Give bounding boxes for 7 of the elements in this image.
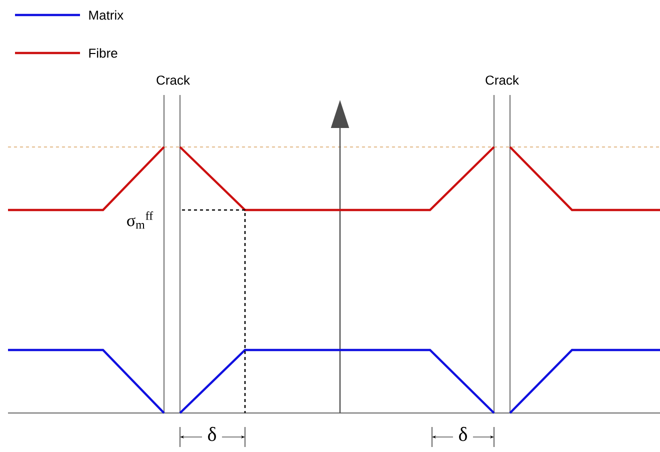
crack-label: Crack (486, 75, 519, 85)
crack-label: Crack (156, 75, 190, 85)
stress-label: σ$_{m}$ff (127, 211, 154, 229)
legend-label: Matrix (89, 10, 124, 20)
dimension-label: δ (459, 426, 467, 442)
dimension-label: δ (208, 426, 216, 442)
legend-label: Fibre (89, 48, 118, 58)
